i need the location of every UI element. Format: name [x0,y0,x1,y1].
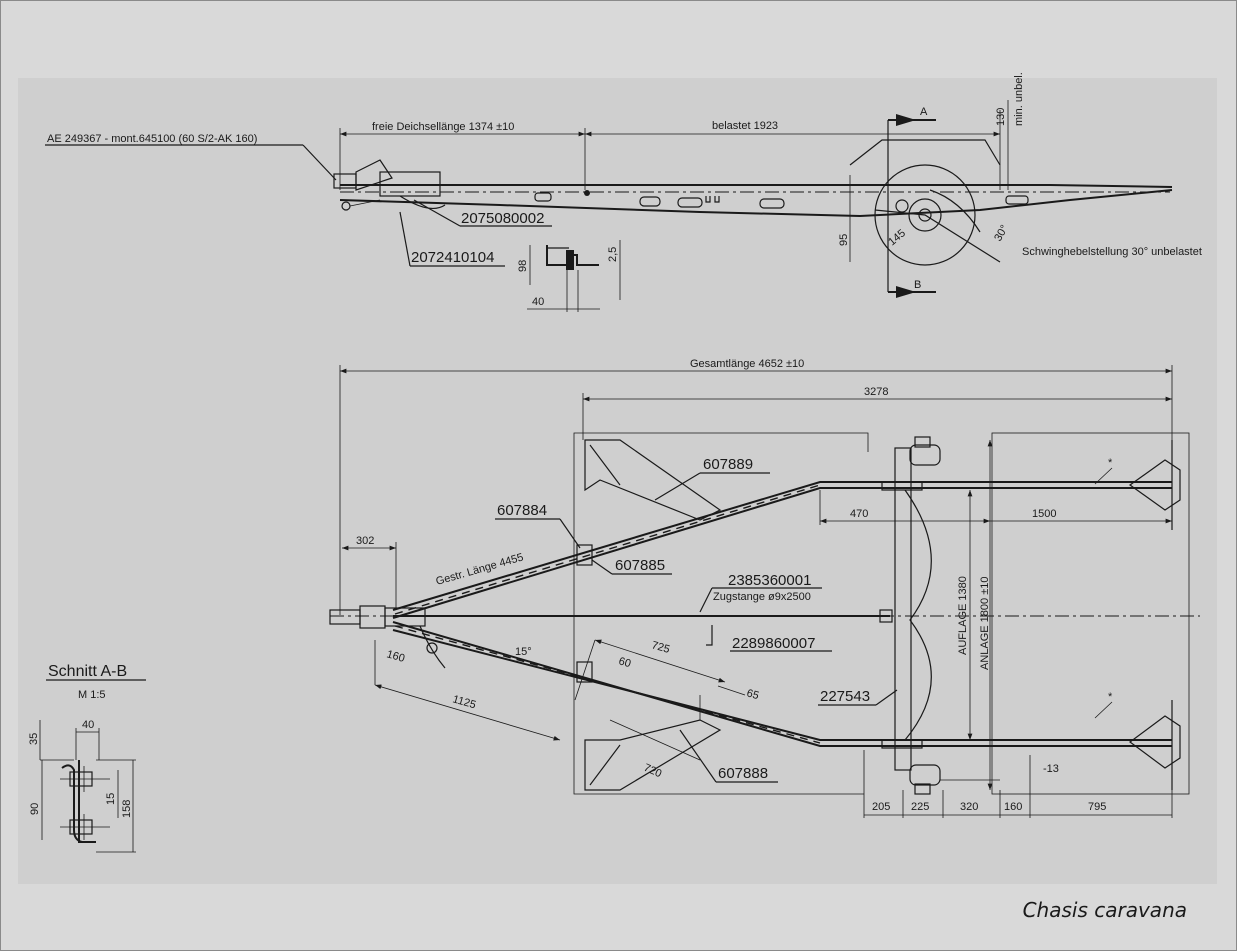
dim-160-label: 160 [385,648,406,665]
dim-320-label: 320 [960,801,978,813]
dim-160b-label: 160 [1004,801,1022,813]
dim-130-label: 130 [995,108,1007,126]
profile-98-label: 98 [517,260,529,272]
top-view: Gesamtlänge 4652 ±10 3278 302 Gestr. Län… [329,358,1200,818]
part-607888-label: 607888 [718,765,768,782]
angle-15-label: 15° [515,646,532,658]
profile-40-label: 40 [532,296,544,308]
section-scale: M 1:5 [78,689,106,701]
drawbar-length-label: freie Deichsellänge 1374 ±10 [372,121,514,133]
part-2075080002-label: 2075080002 [461,210,544,227]
section-title: Schnitt A-B [48,663,127,680]
coupling-spec-label: AE 249367 - mont.645100 (60 S/2-AK 160) [47,133,257,145]
star-marker-bottom: * [1108,691,1113,703]
part-2385360001-label: 2385360001 [728,572,811,589]
anlage-label: ANLAGE 1800 ±10 [979,577,991,670]
dim-60-label: 60 [617,655,632,670]
part-227543-label: 227543 [820,688,870,705]
pull-rod-label: Zugstange ø9x2500 [713,591,811,603]
dim-145-label: 145 [886,227,908,248]
dim-1500-label: 1500 [1032,508,1056,520]
section-b-label: B [914,279,921,291]
dim-795-label: 795 [1088,801,1106,813]
section-a-label: A [920,106,928,118]
dim-725-label: 725 [650,639,671,656]
dim-470-label: 470 [850,508,868,520]
auflage-label: AUFLAGE 1380 [957,576,969,655]
dim-3278-label: 3278 [864,386,888,398]
dim-205-label: 205 [872,801,890,813]
dim-720-label: 720 [642,762,664,780]
total-length-label: Gesamtlänge 4652 ±10 [690,358,804,370]
section-dim-35: 35 [28,733,40,745]
dim-minus13-label: -13 [1043,763,1059,775]
loaded-length-label: belastet 1923 [712,120,778,132]
part-607885-label: 607885 [615,557,665,574]
section-dim-15: 15 [105,793,117,805]
dim-302-label: 302 [356,535,374,547]
dim-95-label: 95 [838,234,850,246]
caption: Chasis caravana [1022,898,1187,922]
star-marker-top: * [1108,457,1113,469]
dim-225-label: 225 [911,801,929,813]
min-unbel-label: min. unbel. [1013,72,1025,126]
section-dim-40: 40 [82,719,94,731]
section-ab: Schnitt A-B M 1:5 40 35 90 15 158 [28,663,146,853]
section-dim-90: 90 [29,803,41,815]
side-view: AE 249367 - mont.645100 (60 S/2-AK 160) … [45,72,1202,312]
part-607884-label: 607884 [497,502,547,519]
section-dim-158: 158 [121,800,133,818]
dim-65-label: 65 [745,687,760,702]
profile-25-label: 2,5 [607,247,619,262]
part-2072410104-label: 2072410104 [411,249,494,266]
part-607889-label: 607889 [703,456,753,473]
part-2289860007-label: 2289860007 [732,635,815,652]
angle-30-label: 30° [992,223,1011,243]
swing-arm-label: Schwinghebelstellung 30° unbelastet [1022,246,1202,258]
